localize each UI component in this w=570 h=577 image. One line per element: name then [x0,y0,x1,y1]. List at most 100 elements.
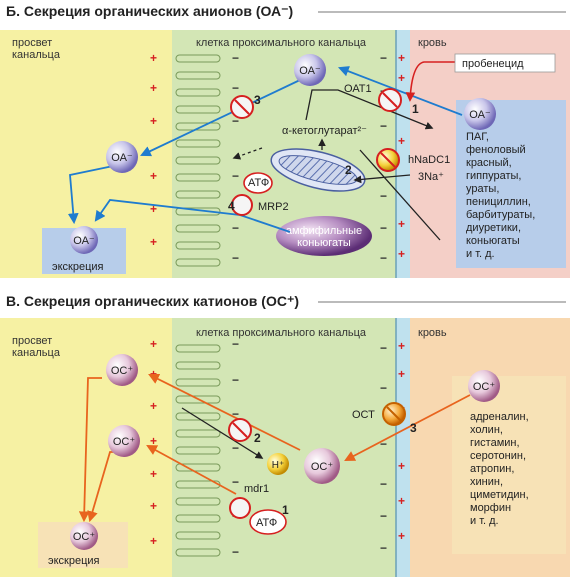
svg-text:гистамин,: гистамин, [470,437,520,449]
svg-text:+: + [398,529,405,543]
h-ion [267,453,289,475]
svg-text:+: + [150,534,157,548]
atp-label-b: АТФ [256,517,277,529]
svg-text:−: − [232,169,239,183]
svg-text:морфин: морфин [470,502,511,514]
svg-text:−: − [232,545,239,559]
svg-text:и т. д.: и т. д. [470,515,499,527]
svg-text:−: − [232,475,239,489]
svg-text:−: − [380,437,387,451]
svg-text:−: − [380,251,387,265]
oc-ion-lumen-top-label: ОС⁺ [111,365,134,377]
basolateral-membrane-b [396,318,410,577]
na-label: 3Na⁺ [418,171,444,183]
h-ion-label: H⁺ [272,460,285,471]
mdr1-label: mdr1 [244,483,269,495]
svg-text:+: + [150,499,157,513]
svg-text:феноловый: феноловый [466,144,526,156]
svg-text:−: − [232,51,239,65]
basolateral-membrane-a [396,30,410,278]
svg-text:+: + [398,339,405,353]
svg-text:−: − [380,341,387,355]
blood-label-a: кровь [418,37,447,49]
svg-text:+: + [398,134,405,148]
oc-ion-lumen-top [106,354,138,386]
step-1-a: 1 [412,102,419,116]
svg-text:−: − [380,189,387,203]
step-2-b: 2 [254,431,261,445]
svg-text:−: − [232,373,239,387]
svg-text:адреналин,: адреналин, [470,411,529,423]
svg-text:+: + [398,217,405,231]
oa-ion-blood-label: ОА⁻ [469,109,491,121]
lumen-label-a-2: канальца [12,49,61,61]
probenecid-box [454,53,556,73]
step-2-a: 2 [345,163,352,177]
mrp2-label: MRP2 [258,201,289,213]
svg-text:+: + [398,367,405,381]
oc-ion-excretion-label: ОС⁺ [73,531,96,543]
svg-text:−: − [232,407,239,421]
oc-ion-blood-label: ОС⁺ [473,381,496,393]
step-1-b: 1 [282,503,289,517]
svg-text:барбитураты,: барбитураты, [466,209,535,221]
hnadc1-transporter [376,148,400,172]
svg-text:−: − [380,221,387,235]
svg-text:−: − [232,81,239,95]
oa-ion-excretion [70,226,98,254]
svg-text:пенициллин,: пенициллин, [466,196,531,208]
oa-ion-cell [294,54,326,86]
svg-text:+: + [150,337,157,351]
oc-ion-cell-label: ОС⁺ [311,461,334,473]
oa-ion-lumen-label: ОА⁻ [111,152,133,164]
svg-text:коньюгаты: коньюгаты [466,235,520,247]
transporter-3 [230,95,254,119]
oc-ion-cell [304,448,340,484]
svg-text:−: − [232,114,239,128]
svg-text:−: − [380,477,387,491]
svg-text:+: + [398,51,405,65]
lumen-label-b-1: просвет [12,335,52,347]
oct-transporter [382,402,406,426]
lumen-label-b-2: канальца [12,347,61,359]
probenecid-label: пробенецид [462,58,524,70]
lumen-label-a-1: просвет [12,37,52,49]
ketoglutarate-label: α-кетоглутарат²⁻ [282,125,367,137]
oa-ion-cell-label: ОА⁻ [299,65,321,77]
panel-a-title: Б. Секреция органических анионов (ОА⁻) [6,3,293,19]
substances-list-b: адреналин, холин, гистамин, серотонин, а… [470,411,529,527]
svg-text:−: − [232,441,239,455]
excretion-label-a: экскреция [52,261,104,273]
svg-text:+: + [398,71,405,85]
svg-text:−: − [232,337,239,351]
svg-text:−: − [380,509,387,523]
svg-text:−: − [380,119,387,133]
apical-charges-a: +− +− +− +− +− +− [150,51,239,265]
excretion-label-b: экскреция [48,555,100,567]
svg-text:+: + [398,494,405,508]
mitochondrion [270,148,366,192]
substances-list-a: ПАГ, феноловый красный, гиппураты, ураты… [466,131,535,260]
amphiphilic-label-2: коньюгаты [297,237,351,249]
svg-text:+: + [150,51,157,65]
atp-label-a: АТФ [248,177,269,189]
microvilli-b [175,344,221,557]
svg-text:+: + [150,114,157,128]
svg-text:+: + [150,467,157,481]
svg-text:+: + [150,434,157,448]
oat1-label: ОАТ1 [344,83,372,95]
svg-text:гиппураты,: гиппураты, [466,170,521,182]
svg-text:циметидин,: циметидин, [470,489,529,501]
blood-label-b: кровь [418,327,447,339]
mdr1-transporter [229,497,287,535]
arrows-a [67,61,463,241]
cell-label-b: клетка проксимального канальца [196,327,367,339]
svg-text:−: − [380,381,387,395]
svg-text:+: + [150,202,157,216]
oc-ion-blood [468,370,500,402]
substances-box-b [452,376,566,554]
amphiphilic-label-1: амфифильные [286,225,362,237]
step-3-b: 3 [410,421,417,435]
svg-text:+: + [150,367,157,381]
